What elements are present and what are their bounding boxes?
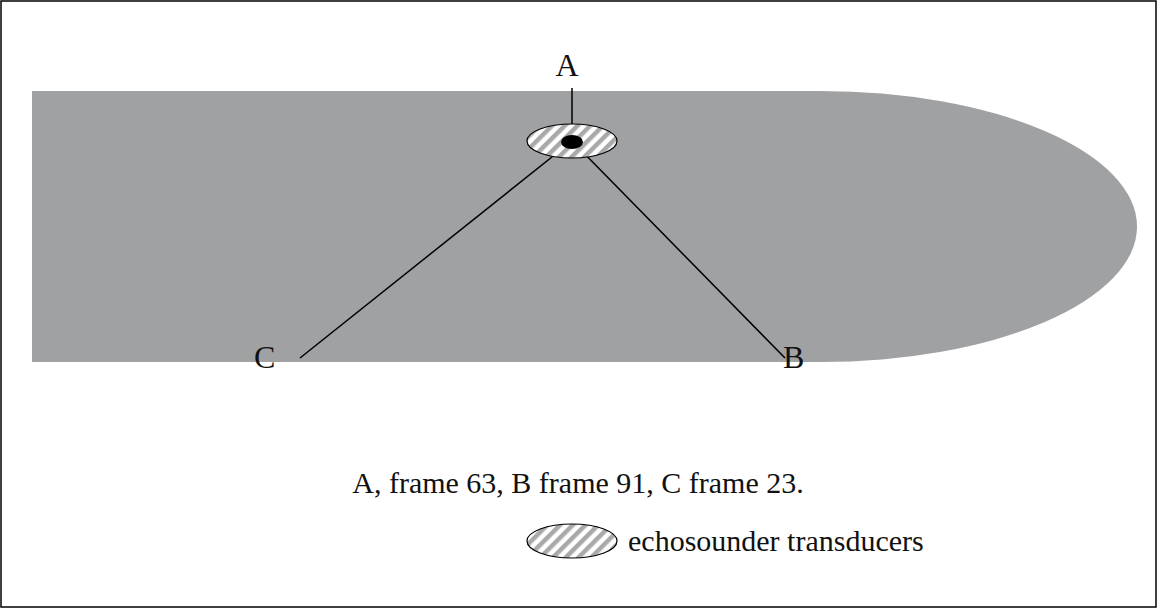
transducer-dot (561, 135, 583, 149)
legend-text: echosounder transducers (628, 524, 924, 557)
transducer-symbol (527, 124, 617, 158)
point-label: B (783, 340, 804, 375)
point-label: C (254, 340, 275, 375)
note-text: A, frame 63, B frame 91, C frame 23. (352, 466, 804, 499)
point-label: A (555, 48, 578, 83)
hull-outline (32, 91, 1137, 362)
beam-line (572, 141, 785, 358)
legend-sample (527, 524, 617, 558)
beam-line (300, 141, 572, 358)
